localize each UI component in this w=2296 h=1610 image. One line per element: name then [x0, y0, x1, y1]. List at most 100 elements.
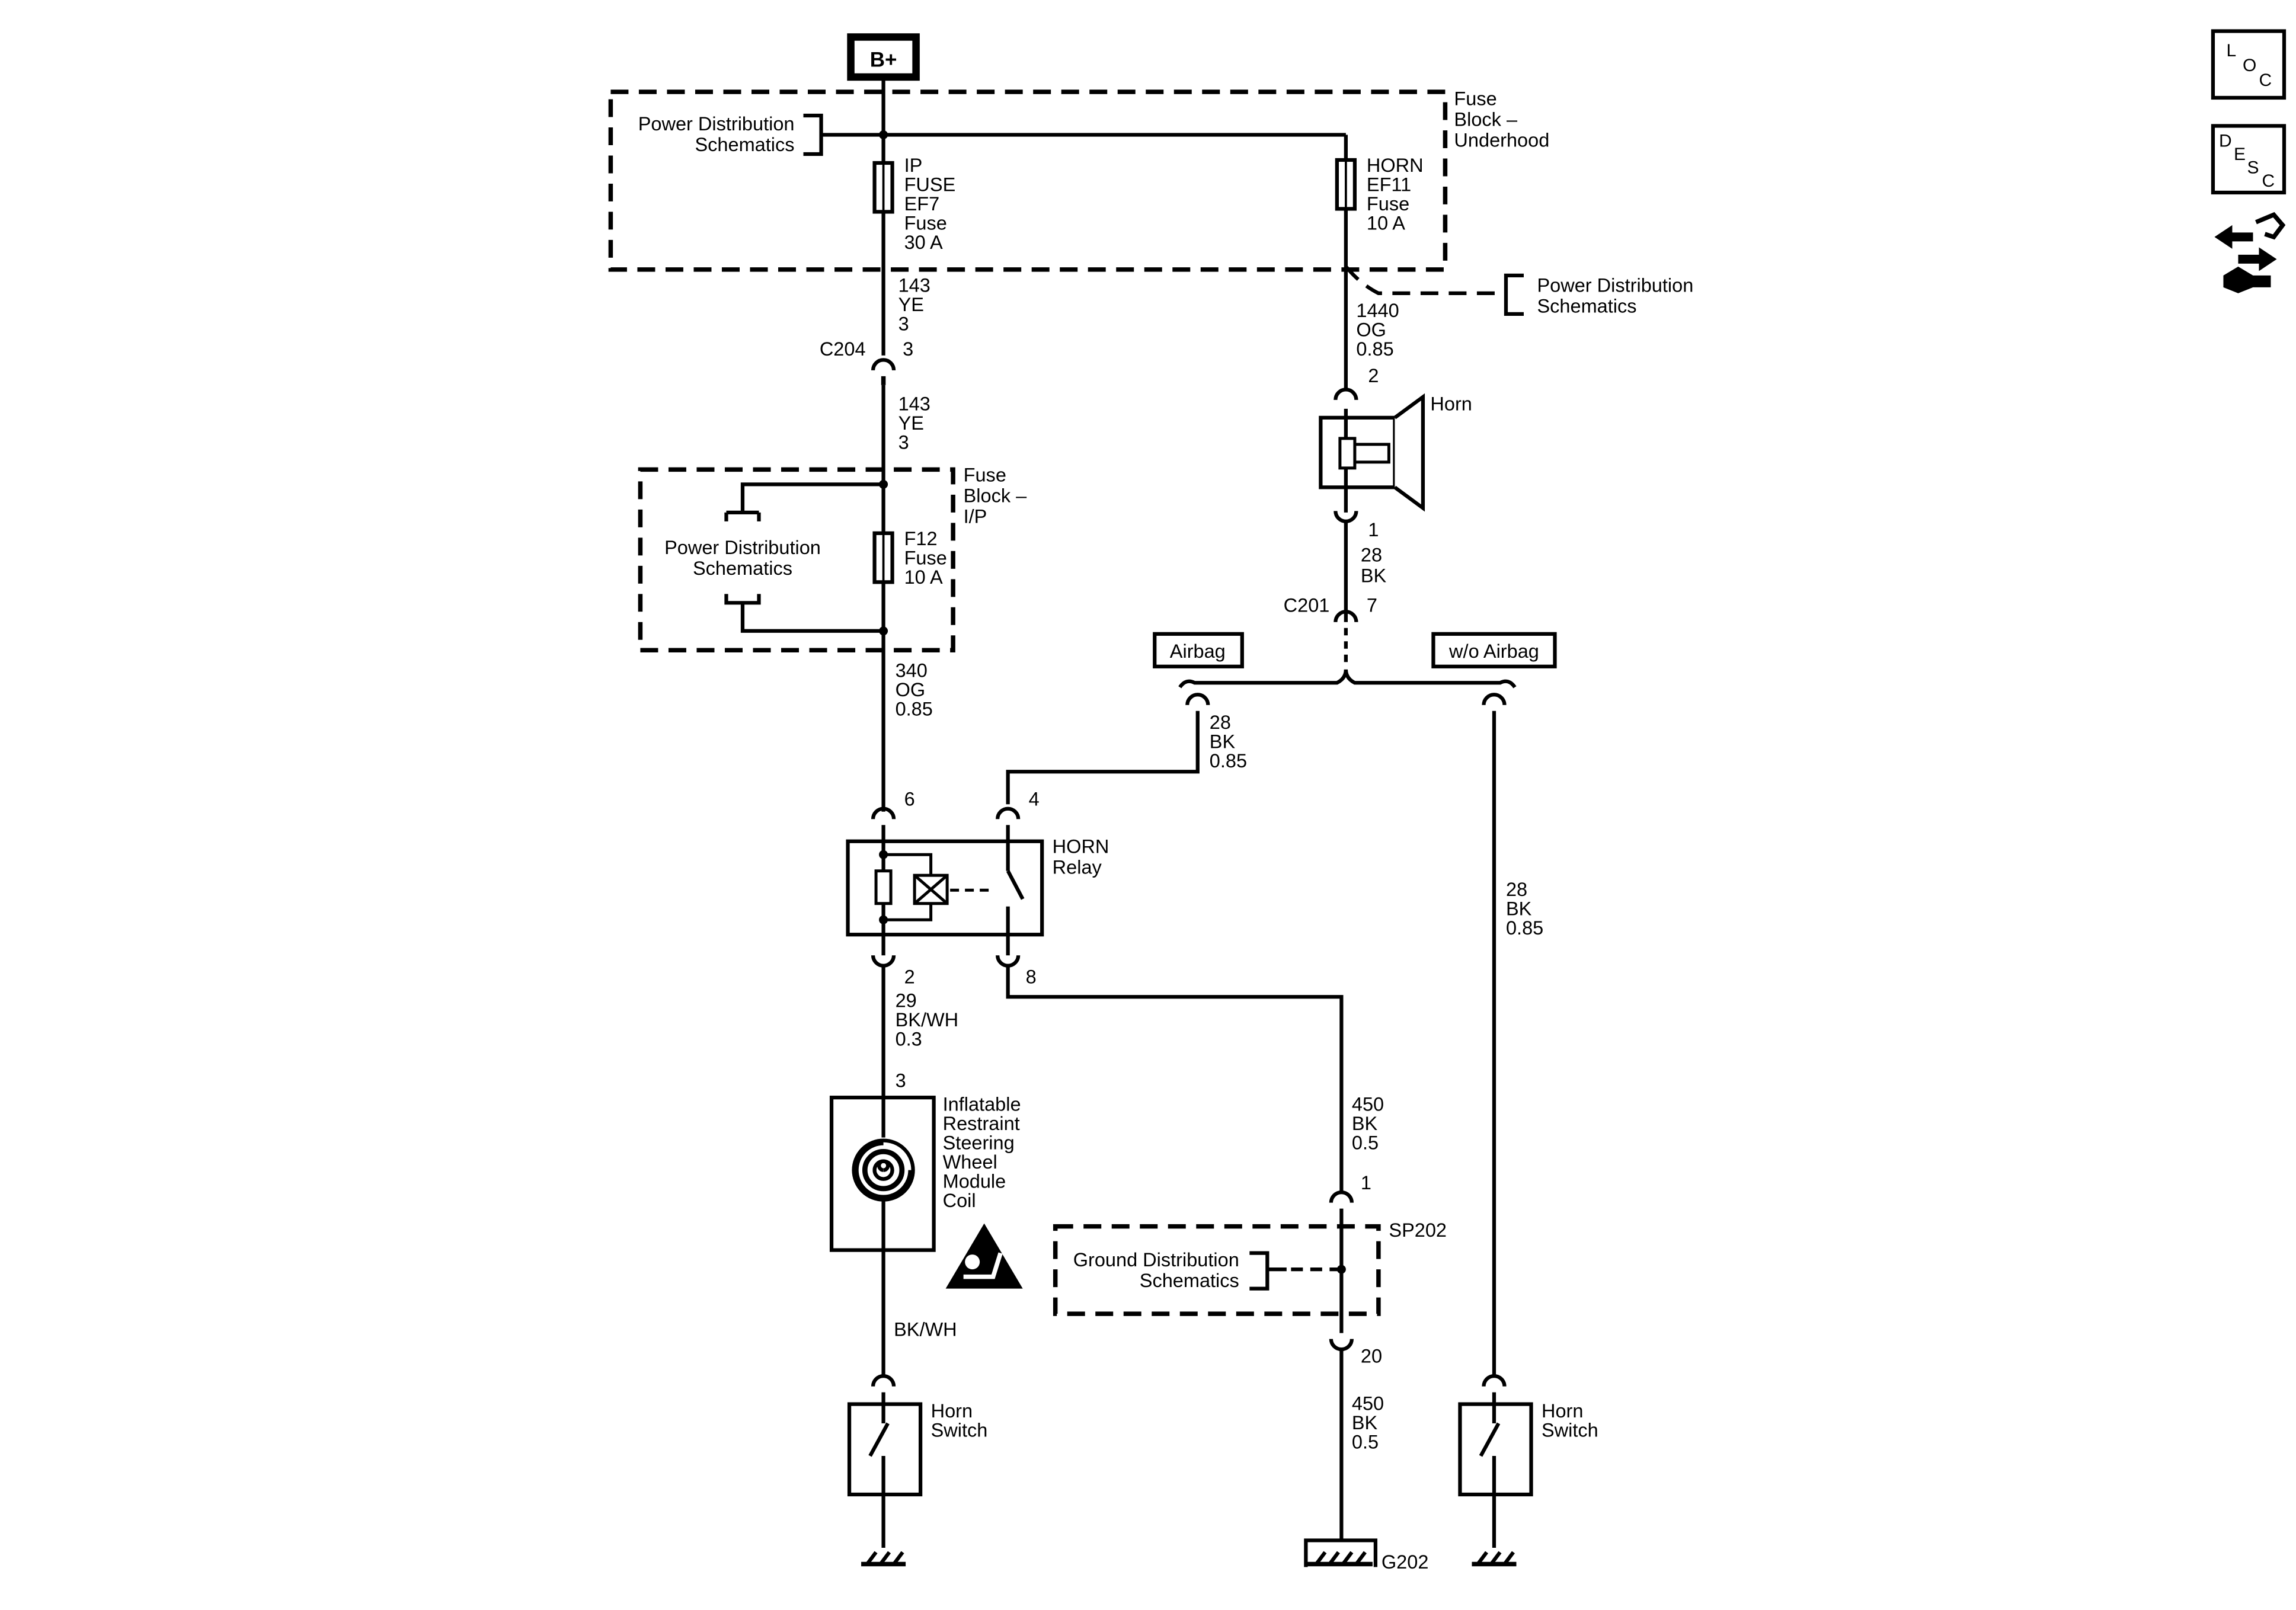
- svg-text:0.85: 0.85: [1210, 750, 1247, 772]
- power-distribution-ref-ip: Power Distribution Schematics: [664, 482, 884, 633]
- airbag-warning-icon: [945, 1223, 1023, 1289]
- svg-text:Ground Distribution: Ground Distribution: [1073, 1249, 1239, 1270]
- svg-text:C201: C201: [1284, 594, 1330, 616]
- svg-text:L: L: [2226, 41, 2236, 60]
- svg-text:Coil: Coil: [943, 1190, 976, 1211]
- fuse-block-underhood-label: Fuse Block – Underhood: [1454, 88, 1549, 151]
- svg-text:Fuse: Fuse: [964, 464, 1006, 485]
- relay-pin-6: 6: [904, 789, 915, 810]
- svg-text:Fuse: Fuse: [1454, 88, 1496, 109]
- ground-distribution-ref: Ground Distribution Schematics: [1073, 1249, 1287, 1291]
- svg-text:3: 3: [898, 431, 909, 453]
- svg-text:OG: OG: [896, 679, 926, 700]
- sp202-pin-20: 20: [1361, 1346, 1382, 1367]
- wire-450-upper-label: 450 BK 0.5: [1352, 1094, 1384, 1154]
- svg-text:Schematics: Schematics: [1537, 295, 1637, 316]
- loc-icon[interactable]: L O C: [2211, 29, 2287, 100]
- svg-text:Fuse: Fuse: [904, 212, 947, 233]
- svg-text:YE: YE: [898, 412, 924, 434]
- svg-text:450: 450: [1352, 1393, 1384, 1414]
- sp202-pin-1: 1: [1361, 1172, 1371, 1193]
- svg-text:Power Distribution: Power Distribution: [1537, 274, 1694, 296]
- svg-text:EF11: EF11: [1367, 174, 1411, 195]
- wire-143-lower-label: 143 YE 3: [898, 393, 930, 453]
- wire-28-airbag-label: 28 BK 0.85: [1210, 712, 1247, 772]
- connector-c201: C201 7: [1284, 594, 1377, 664]
- connector-c204: C204 3: [820, 338, 913, 385]
- relay-pin-4: 4: [1029, 789, 1040, 810]
- svg-text:O: O: [2243, 56, 2256, 75]
- relay-pin-2: 2: [904, 966, 915, 988]
- svg-text:E: E: [2234, 145, 2246, 164]
- svg-text:3: 3: [898, 313, 909, 334]
- svg-text:BK: BK: [1210, 731, 1236, 752]
- horn-switch-left-label: Horn: [931, 1400, 973, 1422]
- horn-switch-left: Horn Switch: [847, 1392, 988, 1548]
- svg-text:Wheel: Wheel: [943, 1151, 997, 1173]
- svg-text:Steering: Steering: [943, 1132, 1015, 1154]
- horn-pin-1: 1: [1368, 519, 1379, 540]
- ground-icon-left: [861, 1551, 906, 1567]
- wire-28-no-airbag-label: 28 BK 0.85: [1506, 879, 1543, 939]
- svg-text:0.85: 0.85: [896, 698, 933, 719]
- power-distribution-ref-right: Power Distribution Schematics: [1504, 273, 1694, 316]
- svg-text:F12: F12: [904, 528, 938, 549]
- coil-pin-3: 3: [896, 1070, 906, 1092]
- svg-text:Fuse: Fuse: [1367, 193, 1409, 215]
- svg-text:3: 3: [903, 338, 913, 360]
- option-airbag: Airbag: [1153, 632, 1244, 668]
- svg-text:28: 28: [1210, 712, 1231, 733]
- wire-29-label: 29 BK/WH 0.3: [896, 990, 959, 1050]
- svg-text:Power Distribution: Power Distribution: [638, 113, 795, 135]
- svg-text:S: S: [2247, 158, 2259, 177]
- svg-text:Restraint: Restraint: [943, 1113, 1020, 1134]
- wire-1440-label: 1440 OG 0.85: [1356, 300, 1399, 360]
- svg-text:I/P: I/P: [964, 505, 987, 527]
- svg-text:7: 7: [1367, 594, 1377, 616]
- option-without-airbag: w/o Airbag: [1431, 632, 1557, 668]
- horn-relay: HORN Relay: [846, 825, 1109, 956]
- svg-text:C: C: [2262, 171, 2275, 191]
- svg-text:Switch: Switch: [1542, 1420, 1598, 1441]
- svg-text:C204: C204: [820, 338, 866, 360]
- svg-text:D: D: [2219, 131, 2232, 151]
- svg-text:29: 29: [896, 990, 917, 1012]
- desc-icon[interactable]: D E S C: [2211, 124, 2287, 195]
- wire-bkwh-label: BK/WH: [894, 1319, 957, 1340]
- svg-text:Module: Module: [943, 1171, 1006, 1192]
- svg-text:B+: B+: [870, 48, 897, 71]
- battery-positive-terminal: B+: [847, 33, 920, 81]
- svg-text:Block –: Block –: [964, 485, 1028, 506]
- svg-text:450: 450: [1352, 1094, 1384, 1115]
- svg-text:Switch: Switch: [931, 1420, 988, 1441]
- horn-icon: Horn: [1319, 393, 1472, 513]
- sp202-label: SP202: [1389, 1219, 1447, 1241]
- svg-text:0.5: 0.5: [1352, 1432, 1379, 1453]
- relay-label: HORN: [1053, 836, 1109, 857]
- fuse-block-ip-label: Fuse Block – I/P: [964, 464, 1028, 527]
- connector-arrows-icon[interactable]: [2214, 212, 2286, 293]
- svg-text:1440: 1440: [1356, 300, 1399, 321]
- steering-wheel-coil: Inflatable Restraint Steering Wheel Modu…: [829, 1094, 1021, 1252]
- power-distribution-ref-top: Power Distribution Schematics: [638, 113, 823, 156]
- wire-143-upper-label: 143 YE 3: [898, 274, 930, 334]
- svg-text:Underhood: Underhood: [1454, 129, 1549, 151]
- svg-text:BK: BK: [1506, 898, 1532, 920]
- svg-text:340: 340: [896, 660, 928, 681]
- svg-text:0.85: 0.85: [1356, 338, 1393, 360]
- svg-text:C: C: [2259, 71, 2272, 90]
- svg-text:Airbag: Airbag: [1170, 641, 1226, 662]
- svg-text:BK: BK: [1352, 1412, 1378, 1433]
- fuse-block-ip-boundary: [638, 467, 955, 653]
- wire-28-horn-label: 28 BK: [1361, 544, 1387, 586]
- svg-text:FUSE: FUSE: [904, 174, 956, 195]
- svg-text:Fuse: Fuse: [904, 547, 947, 568]
- svg-text:10 A: 10 A: [1367, 212, 1405, 233]
- fuse-f12: F12 Fuse 10 A: [872, 528, 947, 588]
- svg-text:0.5: 0.5: [1352, 1132, 1379, 1154]
- horn-switch-right-label: Horn: [1542, 1400, 1583, 1422]
- ground-icon-g202: G202: [1304, 1538, 1428, 1573]
- sp202-boundary: [1053, 1224, 1381, 1316]
- relay-pin-8: 8: [1026, 966, 1037, 988]
